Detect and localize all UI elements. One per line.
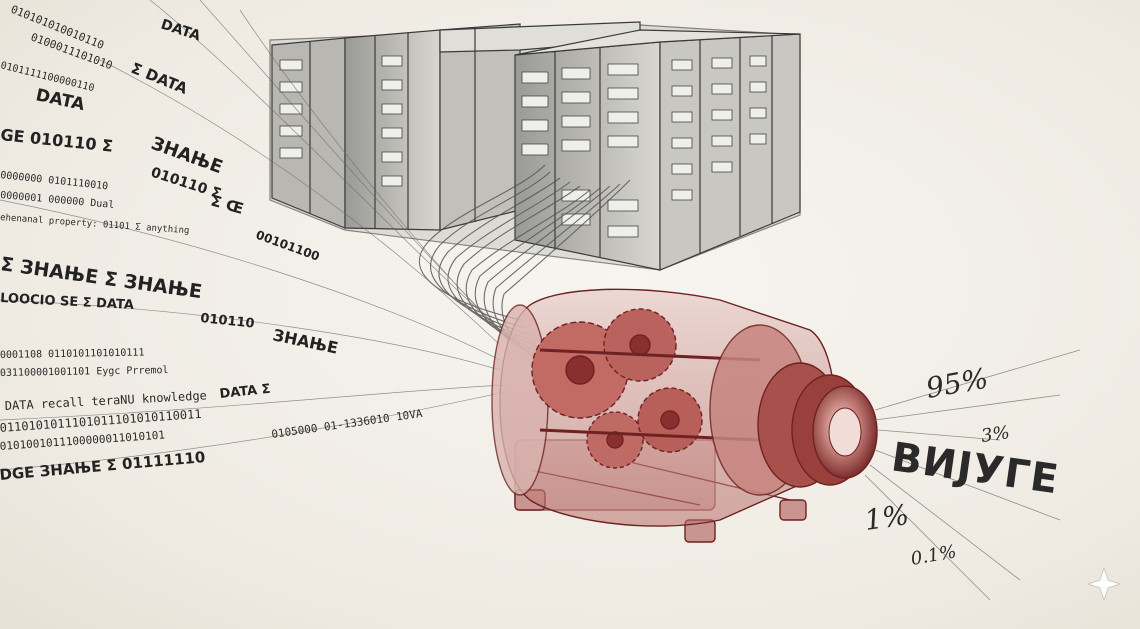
cylinder-end-left	[491, 304, 549, 496]
stream-data-top: DATA	[159, 17, 203, 45]
stream-binary-8: 010110	[200, 311, 256, 332]
stream-binary-13: 0105000 01-1336010 10VA	[271, 407, 424, 441]
stream-znanje-2: ЗНАЊЕ	[271, 325, 340, 357]
output-pct-1: 1%	[862, 498, 911, 537]
output-word: ВИЈУГЕ	[889, 434, 1062, 503]
lens-assembly	[757, 362, 878, 488]
gear-machine	[491, 288, 878, 543]
stream-binary-6: 0000001 000000 Dual	[0, 190, 115, 211]
stream-binary-10: 031100001001101 Eygc Prremol	[0, 365, 169, 379]
output-pct-3: 3%	[980, 422, 1011, 447]
output-pct-95: 95%	[923, 362, 990, 405]
sparkle-icon	[1086, 566, 1122, 602]
output-pct-01: 0.1%	[909, 541, 958, 570]
stream-binary-9: 0001108 0110101101010111	[0, 347, 145, 361]
stream-sigma-data: Σ DATA	[129, 59, 191, 98]
output-rays	[864, 349, 1081, 601]
drive-slots	[279, 55, 767, 238]
stream-sigma: DATA Σ	[219, 382, 271, 402]
server-rack-middle	[439, 21, 641, 231]
stream-sigma-oe: Σ Œ	[209, 192, 246, 218]
server-racks	[269, 21, 801, 271]
stream-tail: DGE ЗНАЊЕ Σ 01111110	[0, 448, 206, 484]
stream-property: ehenanal property: 01101 Σ anything	[0, 213, 190, 236]
stream-ge-binary: GE 010110 Σ	[0, 125, 114, 156]
stream-binary-4: 0000000 0101110010	[0, 170, 109, 192]
output-labels: 95% 3% ВИЈУГЕ 1% 0.1%	[862, 362, 1061, 570]
data-stream-lines	[0, 0, 509, 471]
stream-binary-7: 00101100	[254, 228, 322, 264]
stream-noise-1: LOOCIO SE Σ DATA	[0, 291, 134, 313]
